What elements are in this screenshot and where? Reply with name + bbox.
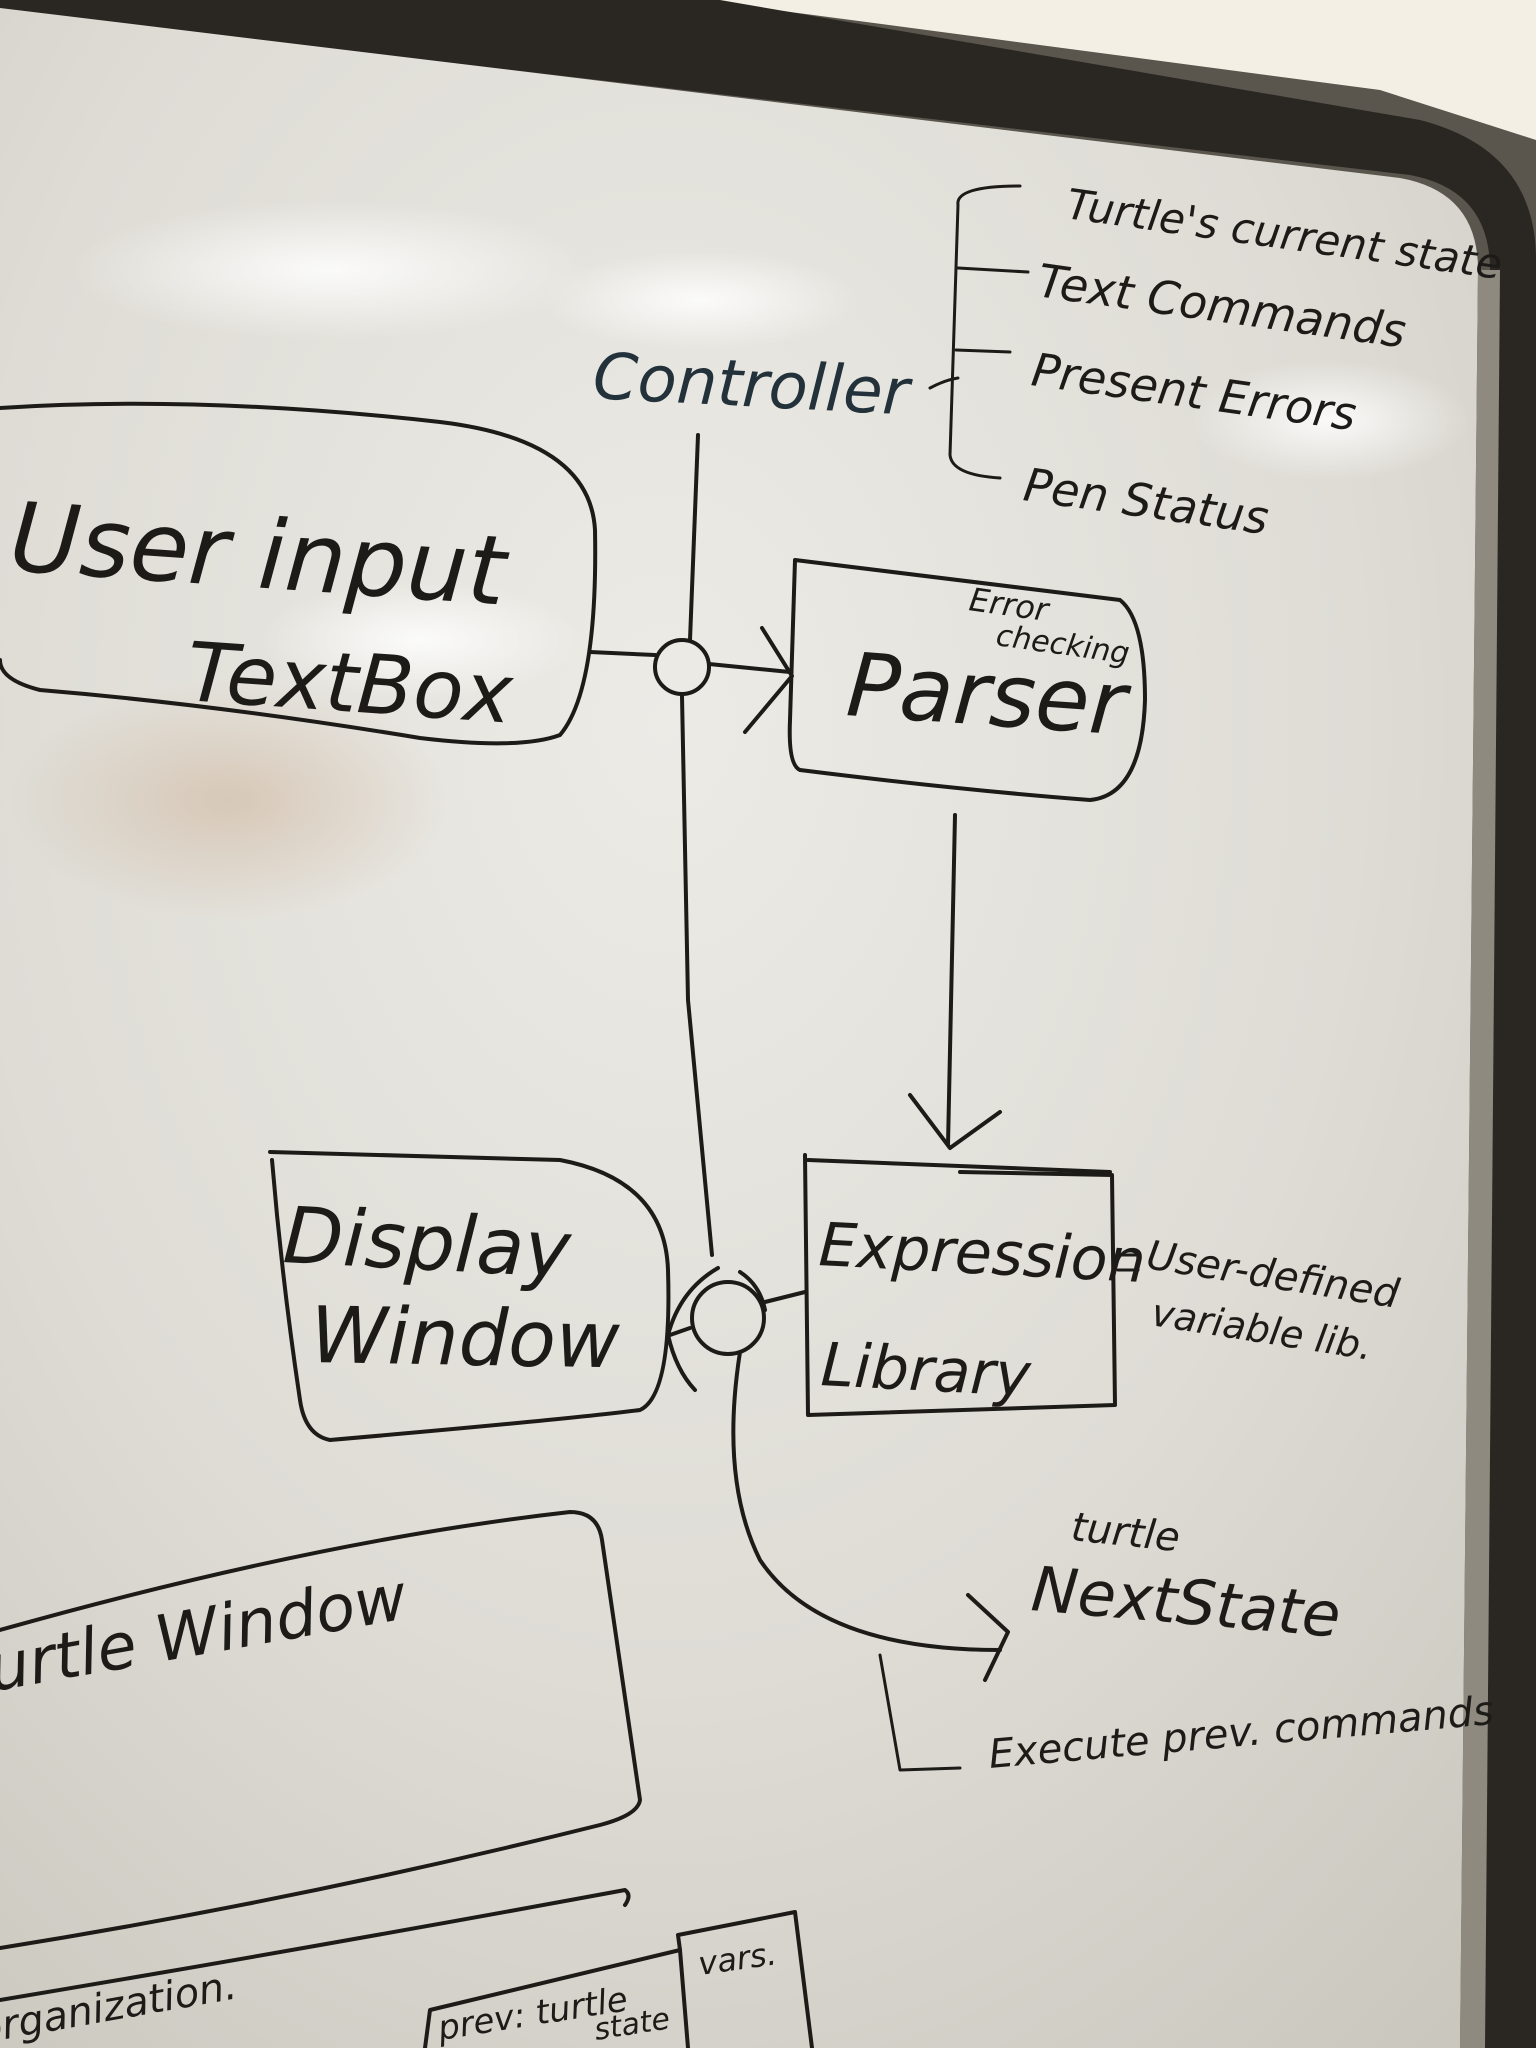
user-input-box <box>0 401 598 746</box>
equals-sign <box>1116 1253 1140 1272</box>
bottom-strip-line <box>0 1888 631 2002</box>
ceiling-light <box>700 0 1536 140</box>
arrowhead <box>966 1593 1010 1682</box>
execute-bracket <box>878 1653 962 1772</box>
expression-library-box <box>803 1153 1117 1417</box>
glare <box>540 250 860 350</box>
library-to-junction <box>763 1290 807 1304</box>
parser-label: Parser <box>844 633 1135 756</box>
board-surface <box>0 8 1478 2048</box>
user-input-label: TextBox <box>184 625 517 743</box>
expression-library-box <box>806 1158 1112 1174</box>
bottom-strip-cell <box>676 1910 814 2048</box>
controller-bracket <box>954 348 1012 354</box>
to-next-state-arrow <box>731 1350 1002 1652</box>
controller-label: Controller <box>591 340 914 431</box>
controller-bracket <box>948 184 1022 480</box>
parser-box <box>787 558 1147 802</box>
junction-to-display <box>668 1326 692 1337</box>
arrowhead <box>666 1266 720 1392</box>
junction-node <box>690 1280 766 1356</box>
junction-arc <box>738 1270 767 1312</box>
display-window-label: Window <box>310 1291 621 1386</box>
turtle-window-box <box>0 1510 642 1950</box>
controller-bracket <box>956 266 1030 274</box>
display-window-label: Display <box>281 1191 575 1296</box>
controller-connector <box>680 694 714 1257</box>
controller-connector <box>688 433 700 642</box>
glare <box>70 200 590 340</box>
controller-bracket <box>928 376 960 390</box>
expression-library-label: Library <box>819 1330 1034 1411</box>
next-state-label: turtle <box>1069 1504 1182 1561</box>
glare <box>260 580 580 700</box>
glare <box>10 680 450 920</box>
display-window-box <box>268 1150 671 1442</box>
parser-to-library-arrow <box>946 813 957 1147</box>
bottom-strip-cell <box>423 1948 690 2048</box>
arrowhead <box>908 1093 1002 1150</box>
glare <box>1190 360 1470 480</box>
input-to-parser-arrow <box>588 650 792 674</box>
expression-library-label: Expression <box>817 1210 1147 1297</box>
board-rail <box>1460 270 1500 2048</box>
